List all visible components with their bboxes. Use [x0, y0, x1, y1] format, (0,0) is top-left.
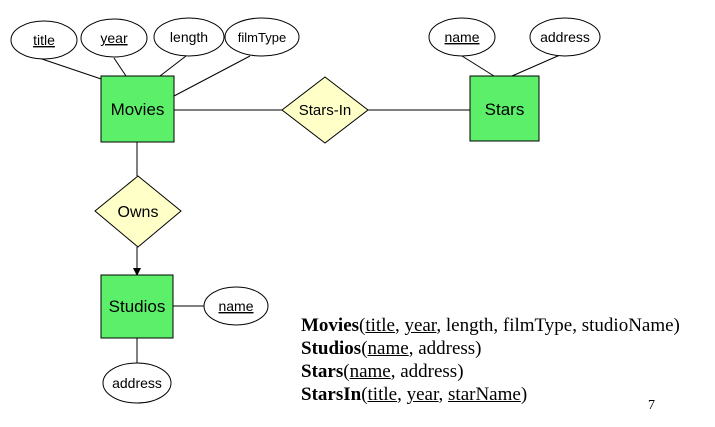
attribute-filmtype: filmType — [224, 17, 300, 57]
schema-starsin-sep1: , — [397, 384, 407, 405]
relationship-owns-shape — [94, 175, 182, 248]
attribute-length: length — [153, 17, 225, 57]
attribute-stars-name-label: name — [444, 29, 479, 45]
attribute-filmtype-shape — [224, 17, 300, 57]
schema-starsin-close: ) — [520, 384, 528, 405]
schema-studios-rest: , address) — [408, 338, 482, 359]
relationship-stars-in-shape — [281, 76, 369, 144]
attribute-studios-name: name — [203, 286, 269, 326]
entity-stars-label: Stars — [485, 100, 525, 119]
attribute-studios-address-label: address — [112, 375, 162, 391]
entity-stars: Stars — [469, 75, 540, 142]
entity-studios-label: Studios — [109, 297, 166, 316]
relationship-owns: Owns — [94, 175, 182, 248]
entity-movies: Movies — [100, 75, 175, 143]
schema-stars-rest: , address) — [390, 361, 464, 382]
schema-movies-rest: , length, filmType, studioName) — [436, 315, 680, 336]
relationship-stars-in: Stars-In — [281, 76, 369, 144]
connector-filmtype-movies — [173, 55, 251, 97]
entity-movies-label: Movies — [111, 100, 165, 119]
attribute-stars-name-shape — [428, 17, 496, 57]
relational-schema: Movies(title, year, length, filmType, st… — [301, 314, 713, 406]
connector-length-movies — [159, 55, 187, 77]
entity-studios-shape — [100, 274, 174, 339]
schema-movies-relation: Movies — [301, 315, 360, 336]
relationship-owns-label: Owns — [118, 204, 159, 221]
attribute-length-shape — [153, 17, 225, 57]
attribute-year-label: year — [100, 30, 128, 46]
attribute-studios-name-label: name — [218, 298, 253, 314]
relationship-stars-in-label: Stars-In — [299, 102, 352, 119]
attribute-year: year — [80, 18, 148, 58]
schema-movies-key-title: title — [365, 315, 395, 336]
attribute-filmtype-label: filmType — [238, 30, 286, 45]
schema-starsin-key-year: year — [406, 384, 439, 405]
schema-starsin: StarsIn(title, year, starName) — [301, 383, 713, 406]
schema-starsin-relation: StarsIn — [301, 384, 362, 405]
attribute-stars-address-shape — [529, 17, 601, 57]
entity-stars-shape — [469, 75, 540, 142]
attribute-stars-address: address — [529, 17, 601, 57]
attribute-title: title — [10, 20, 78, 60]
schema-stars: Stars(name, address) — [301, 360, 713, 383]
schema-starsin-sep2: , — [438, 384, 449, 405]
attribute-year-shape — [80, 18, 148, 58]
schema-studios-key-name: name — [367, 338, 409, 359]
schema-starsin-key-starname: starName — [448, 384, 521, 405]
attribute-stars-name: name — [428, 17, 496, 57]
schema-stars-key-name: name — [349, 361, 391, 382]
schema-movies-sep: , — [394, 315, 405, 336]
connector-stars-address — [511, 54, 561, 77]
attribute-title-label: title — [33, 32, 55, 48]
entity-studios: Studios — [100, 274, 174, 339]
schema-stars-relation: Stars — [301, 361, 344, 382]
connector-stars-name — [461, 55, 495, 77]
attribute-length-label: length — [170, 29, 208, 45]
schema-studios: Studios(name, address) — [301, 337, 713, 360]
schema-movies-key-year: year — [404, 315, 437, 336]
attribute-studios-address: address — [102, 362, 172, 404]
attribute-title-shape — [10, 20, 78, 60]
schema-starsin-key-title: title — [367, 384, 398, 405]
schema-studios-relation: Studios — [301, 338, 362, 359]
attribute-studios-address-shape — [102, 362, 172, 404]
schema-stars-open: ( — [343, 361, 350, 382]
schema-movies-open: ( — [359, 315, 366, 336]
entity-movies-shape — [100, 75, 175, 143]
attribute-studios-name-shape — [203, 286, 269, 326]
schema-starsin-open: ( — [361, 384, 368, 405]
schema-studios-open: ( — [361, 338, 368, 359]
page-number: 7 — [648, 398, 655, 413]
connector-year-movies — [113, 57, 127, 77]
schema-movies: Movies(title, year, length, filmType, st… — [301, 314, 713, 337]
attribute-stars-address-label: address — [540, 29, 590, 45]
